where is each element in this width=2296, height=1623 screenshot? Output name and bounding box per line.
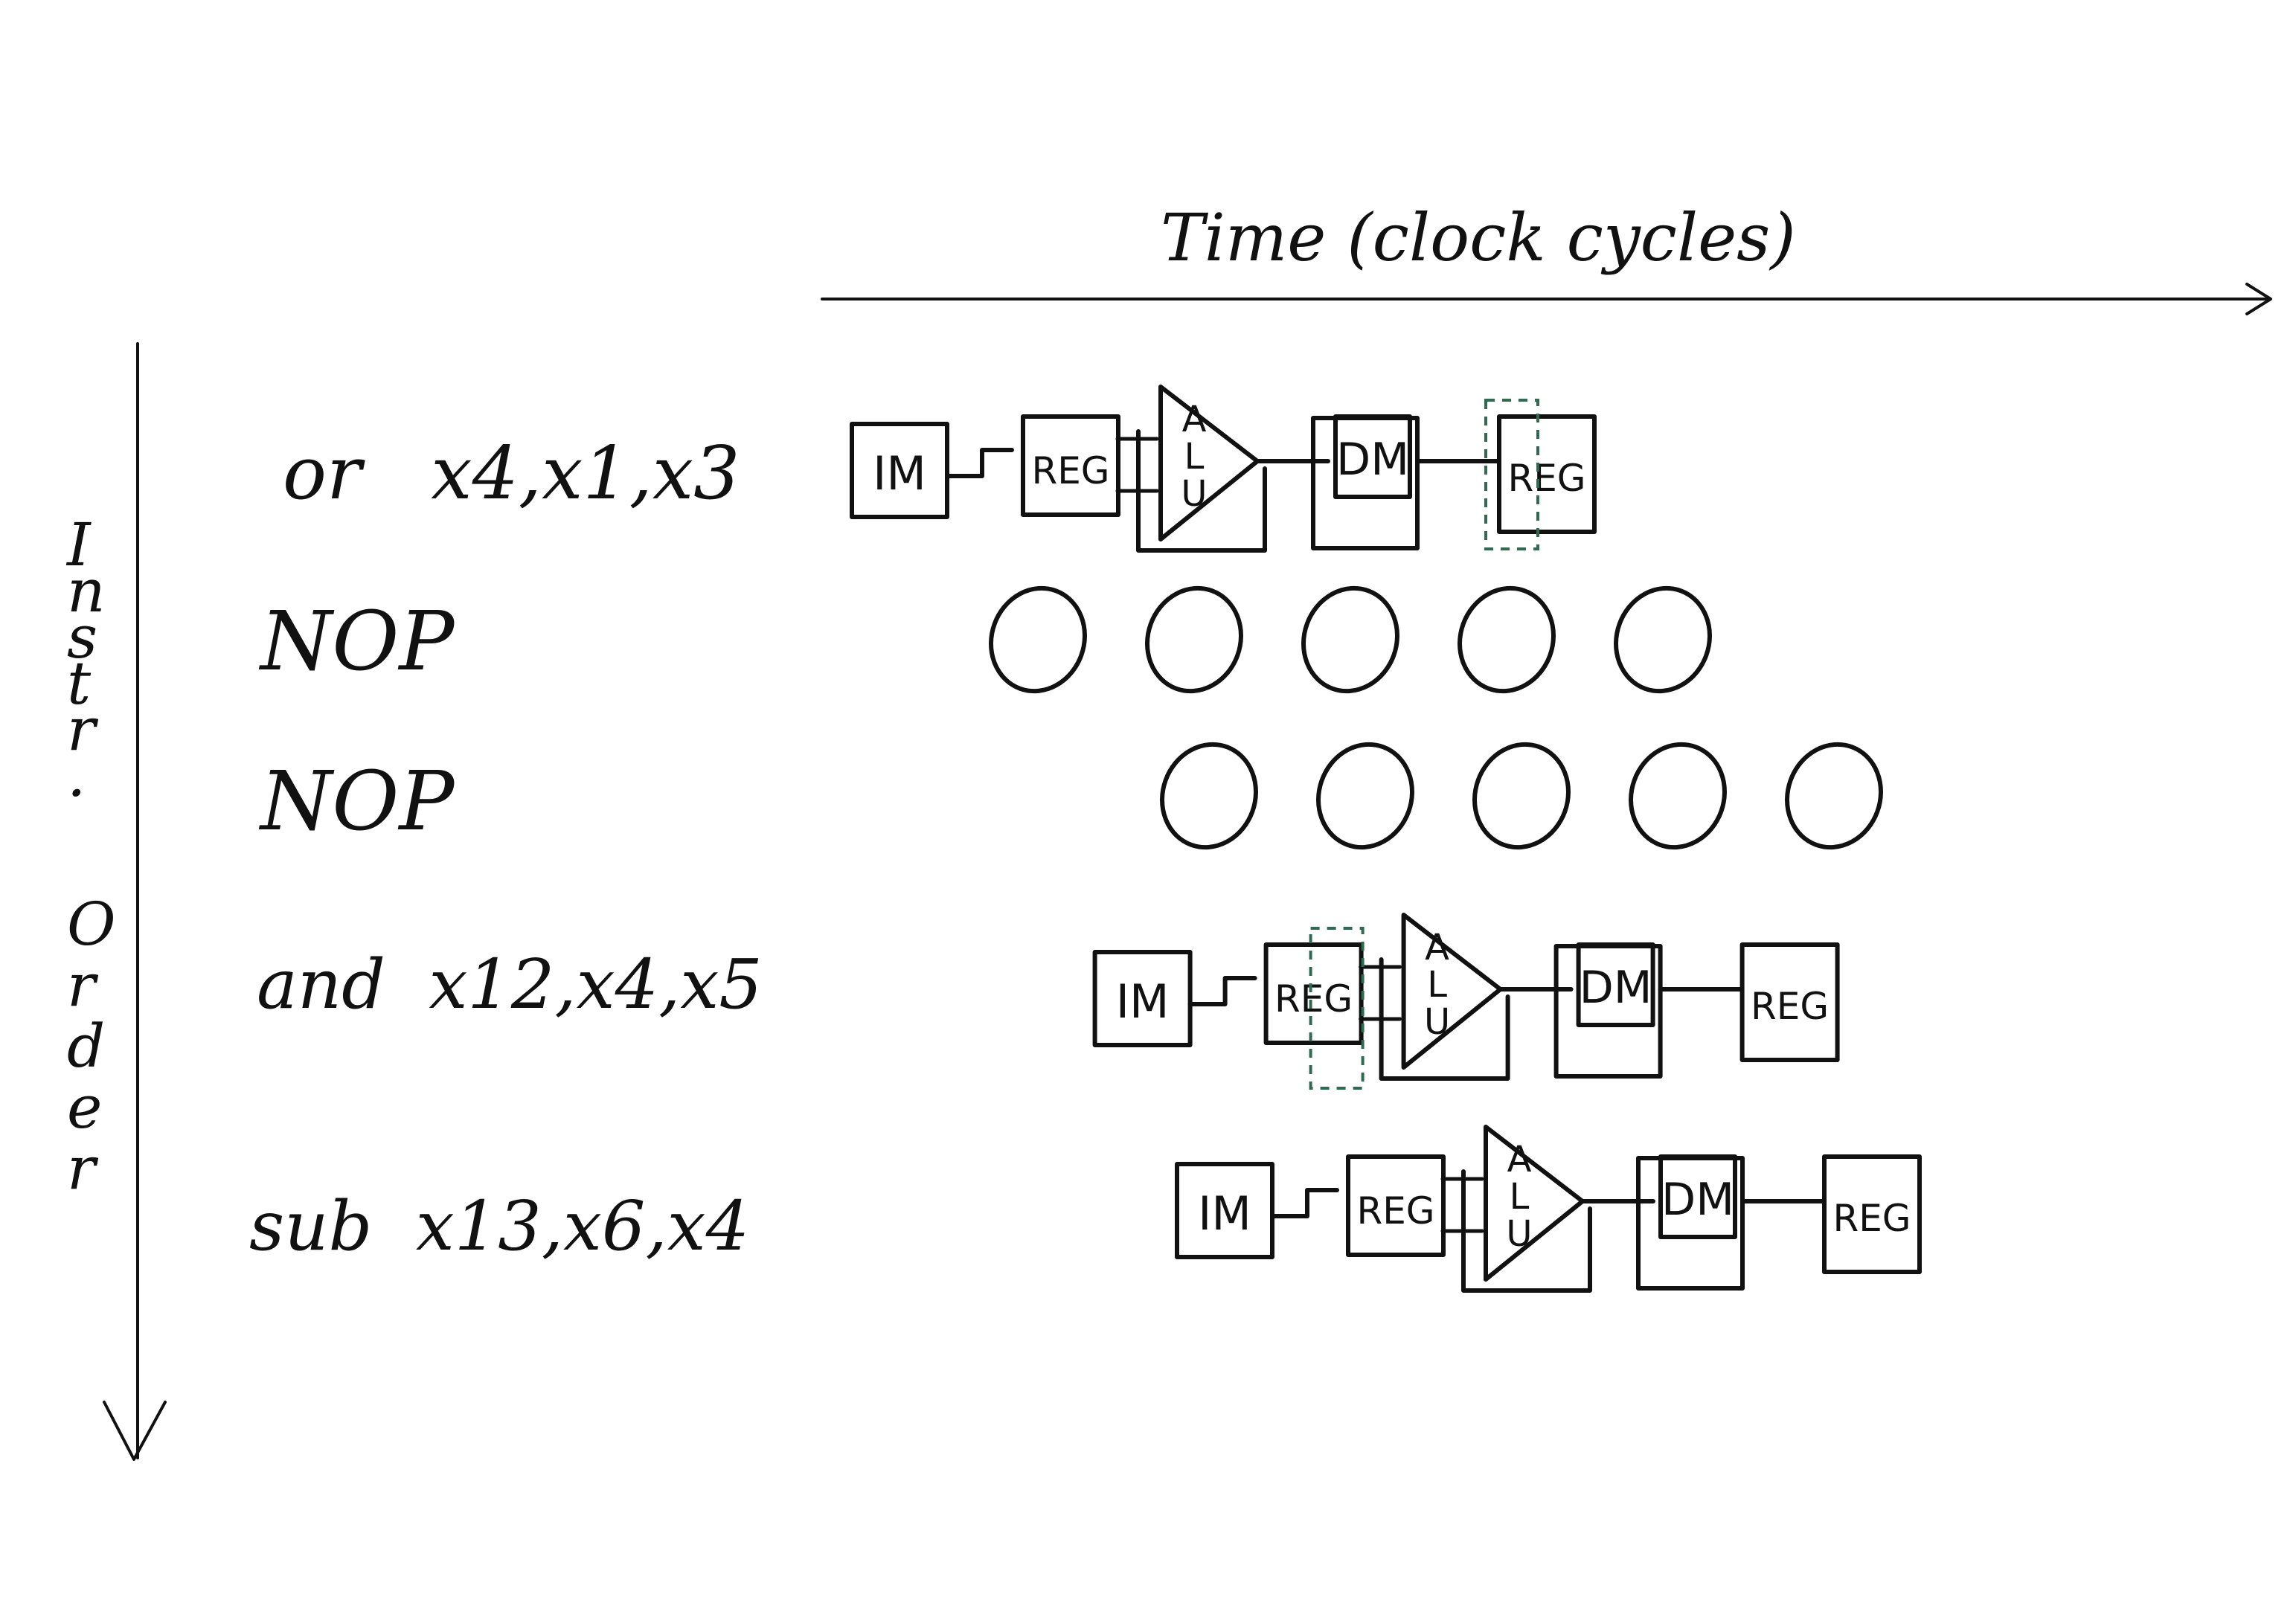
writeback-register-box <box>1822 1154 1922 1274</box>
bubble-circle <box>1472 742 1571 850</box>
bubble-circle <box>989 585 1087 694</box>
bubble-circle <box>1614 585 1712 694</box>
alu-shape <box>1158 385 1260 541</box>
instruction-labels: or x4,x1,x3 NOP NOP and x12,x4,x5 sub x1… <box>249 431 763 1266</box>
instruction-label: NOP <box>258 753 455 849</box>
bubble-circle <box>1301 585 1399 694</box>
time-axis-label: Time (clock cycles) <box>1161 199 1796 276</box>
writeback-register-label: REG <box>1507 457 1585 500</box>
nop-bubbles <box>1160 742 1883 850</box>
time-axis: Time (clock cycles) <box>821 199 2272 315</box>
data-memory-box <box>1333 414 1412 499</box>
register-file-label: REG <box>1031 449 1109 492</box>
alu-letter: U <box>1424 1001 1450 1043</box>
alu-input-line <box>1440 1177 1484 1233</box>
alu-letter: U <box>1181 473 1207 515</box>
alu-letter: U <box>1506 1213 1532 1255</box>
writeback-register-box <box>1497 414 1597 534</box>
alu-letter: A <box>1425 927 1449 968</box>
instruction-memory-box <box>850 422 949 519</box>
nop-bubbles <box>989 585 1712 694</box>
bubble-circle <box>1145 585 1243 694</box>
instruction-memory-label: IM <box>1116 974 1170 1029</box>
hazard-highlight <box>1484 399 1539 550</box>
bubble-circle <box>1316 742 1414 850</box>
alu-input-line <box>1115 437 1159 493</box>
instruction-label: or x4,x1,x3 <box>283 431 740 516</box>
alu-shape <box>1401 913 1503 1070</box>
data-memory-box <box>1576 942 1655 1027</box>
pipeline-instruction: IM REG ALU DM REG <box>1092 913 1840 1090</box>
writeback-register-label: REG <box>1832 1197 1911 1240</box>
writeback-register-label: REG <box>1751 985 1829 1028</box>
writeback-register-box <box>1739 942 1840 1062</box>
register-file-label: REG <box>1274 977 1353 1021</box>
data-memory-box <box>1658 1154 1737 1239</box>
register-file-label: REG <box>1356 1189 1434 1232</box>
connector-line <box>945 448 1014 478</box>
data-memory-label: DM <box>1661 1174 1734 1226</box>
connector-line <box>1187 976 1257 1006</box>
instruction-label: sub x13,x6,x4 <box>249 1186 749 1266</box>
bubble-circle <box>1629 742 1727 850</box>
alu-letter: A <box>1507 1139 1532 1180</box>
instruction-label: NOP <box>258 594 455 689</box>
register-file-box <box>1346 1154 1446 1257</box>
instruction-memory-label: IM <box>1198 1186 1251 1241</box>
alu-letter: L <box>1510 1176 1530 1218</box>
alu-shape <box>1484 1125 1585 1282</box>
alu-input-line <box>1359 965 1402 1021</box>
register-file-box <box>1021 414 1120 517</box>
alu-letter: L <box>1427 964 1447 1006</box>
alu-letter: A <box>1182 399 1207 440</box>
pipeline-instruction: IM REG ALU DM REG <box>850 385 1597 553</box>
instruction-memory-box <box>1092 950 1193 1047</box>
bubble-circle <box>1458 585 1556 694</box>
bubble-circle <box>1785 742 1883 850</box>
data-memory-label: DM <box>1336 434 1409 486</box>
pipeline-instruction: IM REG ALU DM REG <box>1175 1125 1922 1293</box>
instruction-label: and x12,x4,x5 <box>257 945 763 1024</box>
connector-line <box>1270 1188 1339 1218</box>
instruction-memory-label: IM <box>873 446 926 501</box>
hazard-highlight <box>1309 927 1365 1090</box>
instruction-memory-box <box>1175 1162 1274 1259</box>
alu-letter: L <box>1184 436 1205 478</box>
data-memory-label: DM <box>1580 962 1652 1014</box>
bubble-circle <box>1160 742 1258 850</box>
